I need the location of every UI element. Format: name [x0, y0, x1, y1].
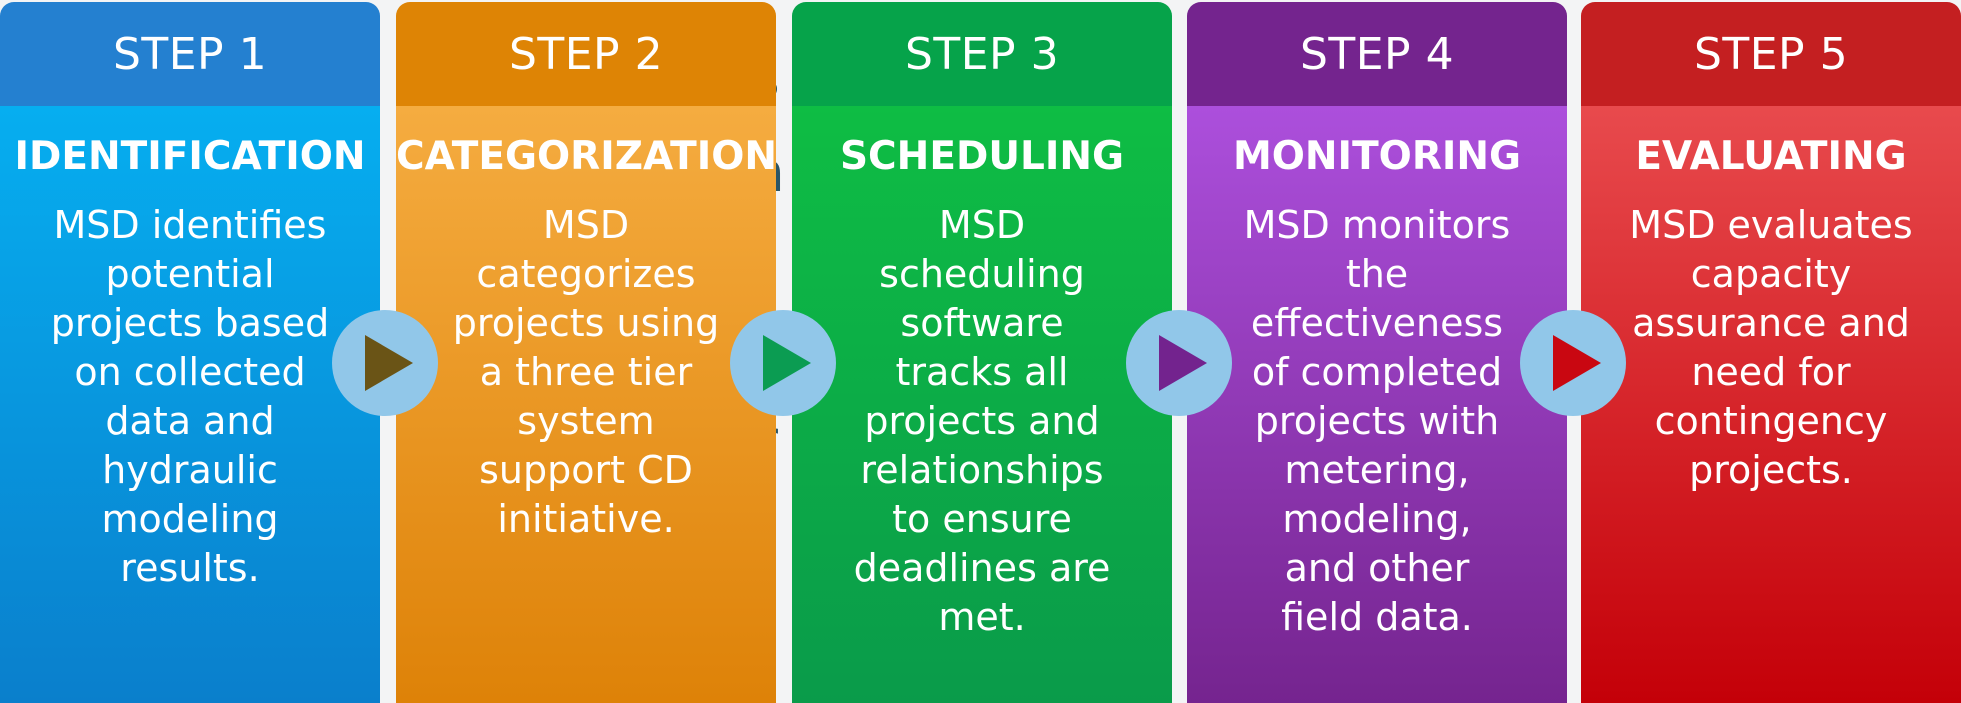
step-header: STEP 1 — [0, 2, 380, 106]
step-body: IDENTIFICATION MSD identifies potential … — [0, 106, 380, 703]
step-title: CATEGORIZATION — [396, 134, 776, 179]
step-body: MONITORING MSD monitors the effectivenes… — [1187, 106, 1567, 703]
arrow-step-2-to-3 — [730, 310, 836, 416]
step-header: STEP 3 — [792, 2, 1172, 106]
play-arrow-icon — [1553, 335, 1601, 391]
step-description: MSD identifies potential projects based … — [50, 202, 330, 590]
arrow-step-3-to-4 — [1126, 310, 1232, 416]
step-title: MONITORING — [1232, 134, 1522, 179]
step-description: MSD monitors the effectiveness of comple… — [1243, 202, 1511, 639]
step-card-2: STEP 2 CATEGORIZATION MSD categorizes pr… — [396, 2, 776, 703]
step-description: MSD scheduling software tracks all proje… — [853, 202, 1111, 639]
step-header: STEP 2 — [396, 2, 776, 106]
step-title: EVALUATING — [1635, 134, 1907, 179]
step-body: EVALUATING MSD evaluates capacity assura… — [1581, 106, 1961, 703]
step-label: STEP 5 — [1693, 28, 1849, 80]
play-arrow-icon — [763, 335, 811, 391]
step-title: SCHEDULING — [839, 134, 1125, 179]
step-body: CATEGORIZATION MSD categorizes projects … — [396, 106, 776, 703]
step-label: STEP 4 — [1299, 28, 1455, 80]
step-label: STEP 3 — [904, 28, 1060, 80]
step-body: SCHEDULING MSD scheduling software track… — [792, 106, 1172, 703]
step-label: STEP 1 — [112, 28, 268, 80]
step-header: STEP 5 — [1581, 2, 1961, 106]
step-card-1: STEP 1 IDENTIFICATION MSD identifies pot… — [0, 2, 380, 703]
step-card-3: STEP 3 SCHEDULING MSD scheduling softwar… — [792, 2, 1172, 703]
step-label: STEP 2 — [508, 28, 664, 80]
arrow-step-1-to-2 — [332, 310, 438, 416]
step-card-4: STEP 4 MONITORING MSD monitors the effec… — [1187, 2, 1567, 703]
step-card-5: STEP 5 EVALUATING MSD evaluates capacity… — [1581, 2, 1961, 703]
step-description: MSD categorizes projects using a three t… — [452, 202, 720, 541]
step-title: IDENTIFICATION — [14, 134, 366, 179]
play-arrow-icon — [365, 335, 413, 391]
step-description: MSD evaluates capacity assurance and nee… — [1629, 202, 1913, 492]
arrow-step-4-to-5 — [1520, 310, 1626, 416]
play-arrow-icon — [1159, 335, 1207, 391]
step-header: STEP 4 — [1187, 2, 1567, 106]
